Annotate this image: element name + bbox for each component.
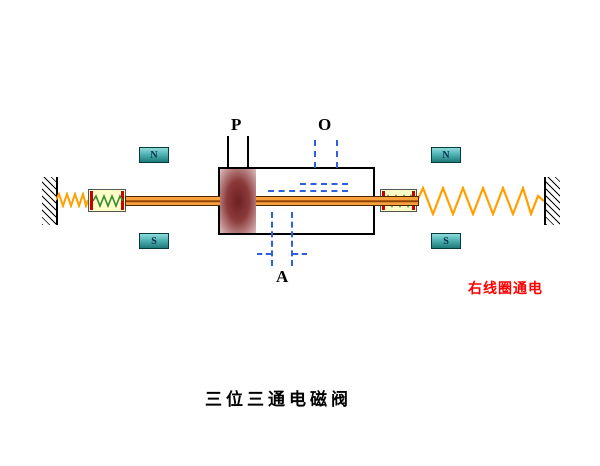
flow-dash-middle [268,190,348,192]
port-p-pipe-right [247,136,249,168]
port-o-label: O [318,115,332,134]
port-a-outlet-dash-left [257,253,271,255]
magnet-left-bottom-label: S [151,235,157,247]
left-coil-icon [93,193,123,209]
magnet-left-bottom: S [139,233,169,249]
magnet-right-top-label: N [442,149,450,161]
port-p-label: P [231,115,242,134]
left-wall-spring-icon [56,192,88,208]
port-p-pipe-left [227,136,229,168]
left-box-cap-left [90,191,93,210]
magnet-left-top: N [139,147,169,163]
piston-rod [125,196,419,206]
flow-dash-upper [300,183,348,185]
status-label: 右线圈通电 [468,280,543,296]
port-a-pipe-right [291,212,293,266]
diagram-title: 三位三通电磁阀 [205,390,352,409]
magnet-right-bottom: S [431,233,461,249]
right-wall-spring-icon [417,186,544,216]
port-a-outlet-dash-right [293,253,307,255]
port-a-pipe-left [271,212,273,266]
spool-land [220,169,256,233]
magnet-left-top-label: N [150,149,158,161]
magnet-right-top: N [431,147,461,163]
port-o-pipe-right [336,140,338,168]
left-wall [42,177,58,225]
magnet-right-bottom-label: S [443,235,449,247]
right-wall [544,177,560,225]
port-o-pipe-left [314,140,316,168]
left-spring-box [88,189,126,212]
port-a-label: A [276,267,289,286]
